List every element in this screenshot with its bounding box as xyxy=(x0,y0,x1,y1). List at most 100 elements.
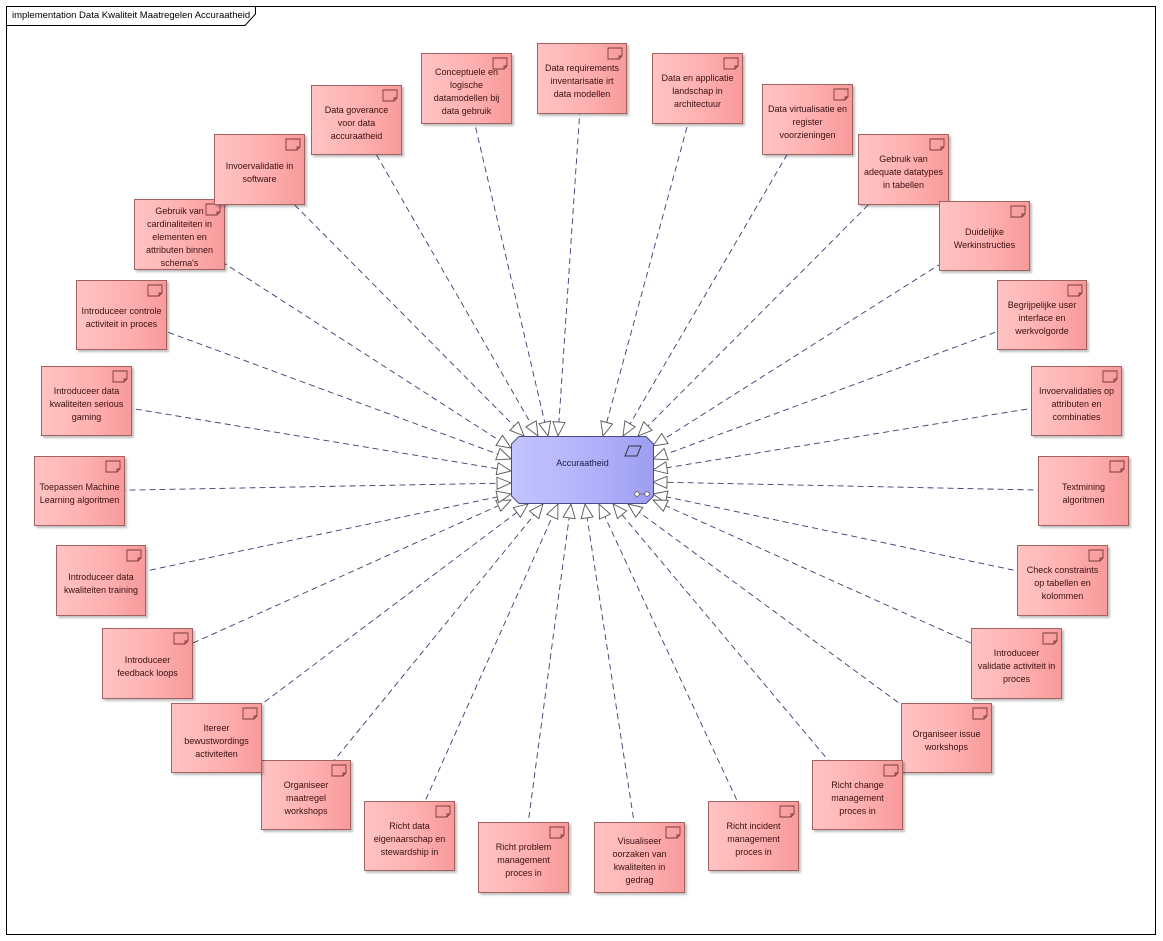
realization-arrowhead xyxy=(528,503,544,520)
realization-line[interactable] xyxy=(216,512,518,739)
requirement-label: Visualiseer oorzaken van kwaliteiten in … xyxy=(612,835,667,885)
realization-arrowhead xyxy=(552,421,566,438)
requirement-note-icon xyxy=(665,826,681,839)
requirement-label: Check constraints op tabellen en kolomme… xyxy=(1026,565,1099,601)
requirement-note-icon xyxy=(1088,549,1104,562)
requirement-adequate-datatypes[interactable]: Gebruik van adequate datatypes in tabell… xyxy=(858,134,949,205)
realization-line[interactable] xyxy=(409,516,553,837)
requirement-note-icon xyxy=(492,57,508,70)
requirement-label: Begrijpelijke user interface en werkvolg… xyxy=(1007,299,1077,336)
requirement-note-icon xyxy=(833,88,849,101)
requirement-duidelijke-werkinstructies[interactable]: Duidelijke Werkinstructies xyxy=(939,201,1030,271)
requirement-organiseer-issue-workshops[interactable]: Organiseer issue workshops xyxy=(901,703,992,773)
realization-line[interactable] xyxy=(100,496,498,581)
realization-line[interactable] xyxy=(586,517,640,858)
requirement-introduceer-validatie-activiteit[interactable]: Introduceer validatie activiteit in proc… xyxy=(971,628,1062,699)
realization-line[interactable] xyxy=(79,482,498,492)
requirement-note-icon xyxy=(1102,370,1118,383)
realization-line[interactable] xyxy=(604,516,754,837)
requirement-invoervalidatie-software[interactable]: Invoervalidatie in software xyxy=(214,134,305,205)
realization-line[interactable] xyxy=(86,400,498,470)
requirement-label: Organiseer maatregel workshops xyxy=(283,779,329,816)
requirement-label: Conceptuele en logische datamodellen bij… xyxy=(433,66,500,116)
requirement-toepassen-machine-learning[interactable]: Toepassen Machine Learning algoritmen xyxy=(34,456,125,526)
requirement-textmining-algoritmen[interactable]: Textmining algoritmen xyxy=(1038,456,1129,526)
realization-line[interactable] xyxy=(621,514,858,796)
requirement-check-constraints[interactable]: Check constraints op tabellen en kolomme… xyxy=(1017,545,1108,616)
requirement-note-icon xyxy=(1042,632,1058,645)
requirement-label: Introduceer data kwaliteiten training xyxy=(63,571,139,595)
requirement-note-icon xyxy=(549,826,565,839)
requirement-parallelogram-icon xyxy=(624,445,642,457)
accuraatheid-border xyxy=(511,436,654,504)
realization-arrowhead xyxy=(637,421,653,437)
realization-line[interactable] xyxy=(523,517,570,858)
realization-arrowhead xyxy=(627,503,644,518)
requirement-richt-incident-management[interactable]: Richt incident management proces in xyxy=(708,801,799,871)
requirement-introduceer-feedback-loops[interactable]: Introduceer feedback loops xyxy=(102,628,193,699)
requirement-begrijpelijke-user-interface[interactable]: Begrijpelijke user interface en werkvolg… xyxy=(997,280,1087,350)
accuraatheid-label: Accuraatheid xyxy=(556,458,609,468)
requirement-introduceer-data-kwaliteiten-training[interactable]: Introduceer data kwaliteiten training xyxy=(56,545,146,616)
requirement-introduceer-serious-gaming[interactable]: Introduceer data kwaliteiten serious gam… xyxy=(41,366,132,436)
requirement-richt-change-management[interactable]: Richt change management proces in xyxy=(812,760,903,830)
realization-line[interactable] xyxy=(606,88,698,423)
requirement-label: Duidelijke Werkinstructies xyxy=(953,227,1016,250)
requirement-visualiseer-oorzaken[interactable]: Visualiseer oorzaken van kwaliteiten in … xyxy=(594,822,685,893)
realization-arrowhead xyxy=(651,461,669,475)
requirement-note-icon xyxy=(435,805,451,818)
requirement-data-virtualisatie[interactable]: Data virtualisatie en register voorzieni… xyxy=(762,84,853,155)
requirement-label: Introduceer feedback loops xyxy=(117,654,178,678)
realization-arrowhead xyxy=(538,420,552,438)
realization-line[interactable] xyxy=(179,234,500,441)
accuraatheid-element[interactable]: Accuraatheid xyxy=(511,436,654,504)
realization-arrowhead xyxy=(545,502,559,520)
requirement-note-icon xyxy=(126,549,142,562)
realization-line[interactable] xyxy=(305,514,535,796)
realization-line[interactable] xyxy=(121,314,499,455)
realization-line[interactable] xyxy=(666,496,1063,581)
requirement-itereer-bewustwordings[interactable]: Itereer bewustwordings activiteiten xyxy=(171,703,262,773)
realization-line[interactable] xyxy=(666,481,1084,492)
requirement-introduceer-controle-activiteit[interactable]: Introduceer controle activiteit in proce… xyxy=(76,280,167,350)
realization-line[interactable] xyxy=(147,505,499,664)
realization-arrowhead xyxy=(495,499,513,513)
realization-arrowhead xyxy=(651,499,669,513)
requirement-richt-problem-management[interactable]: Richt problem management proces in xyxy=(478,822,569,893)
requirement-label: Introduceer validatie activiteit in proc… xyxy=(977,648,1056,684)
requirement-richt-data-eigenaarschap[interactable]: Richt data eigenaarschap en stewardship … xyxy=(364,801,455,871)
realization-line[interactable] xyxy=(665,505,1017,664)
realization-line[interactable] xyxy=(466,88,546,423)
realization-arrowhead xyxy=(525,420,539,437)
requirement-data-applicatie-landschap[interactable]: Data en applicatie landschap in architec… xyxy=(652,53,743,124)
realization-line[interactable] xyxy=(259,169,515,427)
realization-line[interactable] xyxy=(666,400,1077,469)
realization-line[interactable] xyxy=(665,314,1043,455)
requirement-data-requirements-inventarisatie[interactable]: Data requirements inventarisatie irt dat… xyxy=(537,43,627,114)
requirement-label: Data virtualisatie en register voorzieni… xyxy=(767,104,848,140)
requirement-gebruik-cardinaliteiten[interactable]: Gebruik van cardinaliteiten in elementen… xyxy=(134,199,225,270)
realization-line[interactable] xyxy=(356,119,532,425)
requirement-label: Richt incident management proces in xyxy=(726,820,781,857)
realization-arrowhead xyxy=(612,503,628,520)
requirement-label: Gebruik van adequate datatypes in tabell… xyxy=(863,154,944,190)
requirement-note-icon xyxy=(112,370,128,383)
requirement-organiseer-maatregel-workshops[interactable]: Organiseer maatregel workshops xyxy=(261,760,351,830)
requirement-conceptuele-logische-datamodellen[interactable]: Conceptuele en logische datamodellen bij… xyxy=(421,53,512,124)
realization-line[interactable] xyxy=(639,511,947,739)
realization-line[interactable] xyxy=(558,78,583,423)
requirement-note-icon xyxy=(607,47,623,60)
realization-arrowhead xyxy=(622,420,637,437)
requirement-invoervalidaties-attributen[interactable]: Invoervalidaties op attributen en combin… xyxy=(1031,366,1122,436)
requirement-data-governance[interactable]: Data goverance voor data accuraatheid xyxy=(311,85,402,155)
requirement-label: Invoervalidaties op attributen en combin… xyxy=(1038,385,1115,422)
realization-arrowhead xyxy=(495,447,513,461)
realization-arrowhead xyxy=(495,434,512,449)
requirement-label: Itereer bewustwordings activiteiten xyxy=(184,722,249,759)
realization-line[interactable] xyxy=(664,235,985,439)
realization-line[interactable] xyxy=(629,119,808,425)
realization-line[interactable] xyxy=(647,169,904,427)
realization-arrowhead xyxy=(496,476,513,490)
diagram-title-tab: implementation Data Kwaliteit Maatregele… xyxy=(6,6,256,26)
